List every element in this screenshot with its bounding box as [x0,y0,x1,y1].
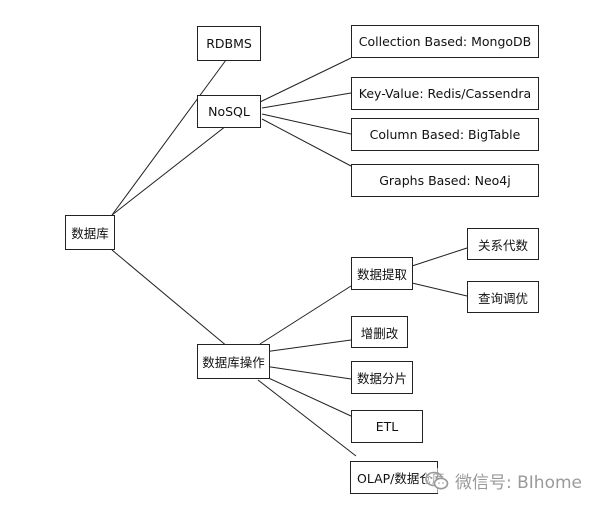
node-nosql: NoSQL [197,95,261,128]
edge-nosql-column [261,113,352,135]
edge-nosql-graphs [261,118,352,167]
watermark-text: 微信号: BIhome [455,473,583,493]
edge-root-ops [111,249,229,348]
edge-ops-olap [257,379,357,457]
node-extract: 数据提取 [351,257,413,290]
node-column: Column Based: BigTable [351,118,539,151]
wechat-icon [425,471,449,491]
edge-root-rdbms [111,59,227,216]
edge-ops-etl [261,374,352,417]
node-ops: 数据库操作 [197,344,270,379]
edge-root-nosql [111,125,227,216]
node-etl: ETL [351,410,423,443]
node-collection: Collection Based: MongoDB [351,25,539,58]
node-relational-algebra: 关系代数 [467,228,539,260]
watermark: 微信号: BIhome [425,468,583,493]
edge-ops-sharding [263,365,352,380]
edge-nosql-collection [259,57,352,103]
edge-ops-extract [259,285,352,345]
edge-extract-query [411,282,468,297]
edge-ops-crud [263,339,352,353]
node-root: 数据库 [65,215,115,250]
node-crud: 增删改 [351,316,408,348]
edge-extract-relational [411,247,468,267]
edge-nosql-keyvalue [261,92,352,109]
node-graphs: Graphs Based: Neo4j [351,164,539,197]
node-sharding: 数据分片 [351,361,413,394]
node-query-optimization: 查询调优 [467,281,539,313]
node-rdbms: RDBMS [197,26,261,61]
node-keyvalue: Key-Value: Redis/Cassendra [351,77,539,110]
